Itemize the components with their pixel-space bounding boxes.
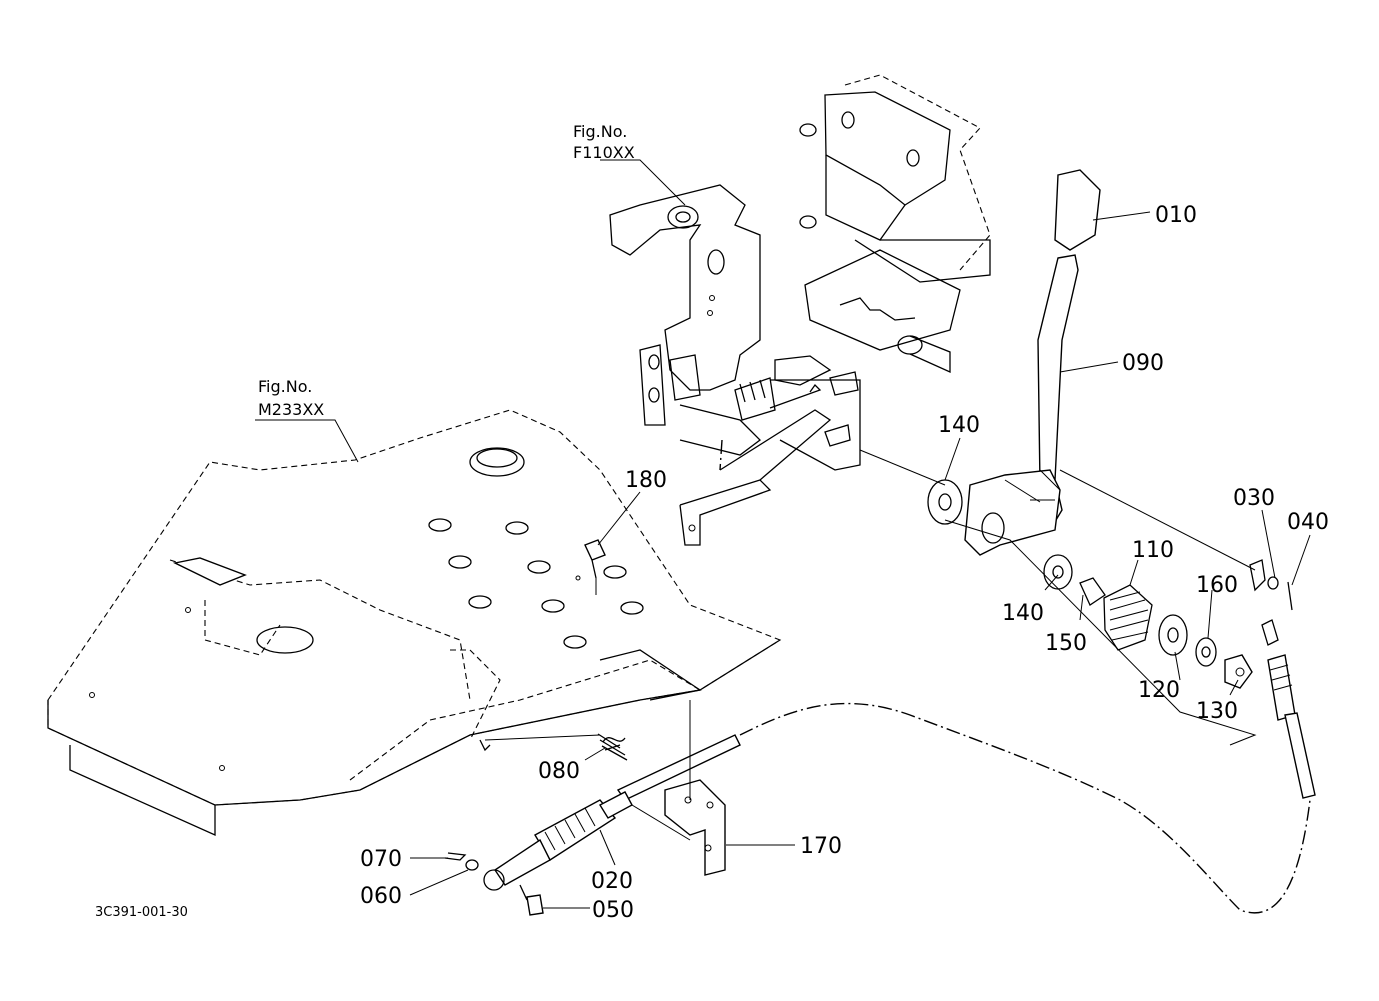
leader-lines — [255, 159, 1311, 909]
callout-030: 030 — [1233, 486, 1275, 511]
shift-cable — [444, 702, 1311, 916]
callout-080: 080 — [538, 759, 580, 784]
upper-bracket-assembly — [609, 74, 991, 546]
floor-plate — [47, 409, 782, 837]
callout-050: 050 — [592, 898, 634, 923]
shift-lever-assembly — [859, 169, 1316, 799]
part-callouts: 010 090 140 140 150 110 120 160 130 030 … — [360, 203, 1329, 923]
bolt-180 — [584, 539, 606, 595]
callout-090: 090 — [1122, 351, 1164, 376]
callout-130: 130 — [1196, 699, 1238, 724]
callout-160: 160 — [1196, 573, 1238, 598]
callout-020: 020 — [591, 869, 633, 894]
callout-120: 120 — [1138, 678, 1180, 703]
callout-150: 150 — [1045, 631, 1087, 656]
callout-140-upper: 140 — [938, 413, 980, 438]
bracket-170 — [631, 700, 726, 876]
drawing-code: 3C391-001-30 — [95, 905, 188, 920]
callout-180: 180 — [625, 468, 667, 493]
callout-070: 070 — [360, 847, 402, 872]
callout-010: 010 — [1155, 203, 1197, 228]
fig-ref-code: F110XX — [573, 143, 635, 162]
callout-170: 170 — [800, 834, 842, 859]
spring-080 — [484, 733, 628, 761]
callout-040: 040 — [1287, 510, 1329, 535]
fig-ref-label: Fig.No. — [258, 377, 312, 396]
callout-140-lower: 140 — [1002, 601, 1044, 626]
figure-reference-f110xx: Fig.No. F110XX — [573, 122, 635, 162]
figure-reference-m233xx: Fig.No. M233XX — [258, 377, 324, 419]
callout-110: 110 — [1132, 538, 1174, 563]
fig-ref-label: Fig.No. — [573, 122, 627, 141]
callout-060: 060 — [360, 884, 402, 909]
fig-ref-code: M233XX — [258, 400, 324, 419]
